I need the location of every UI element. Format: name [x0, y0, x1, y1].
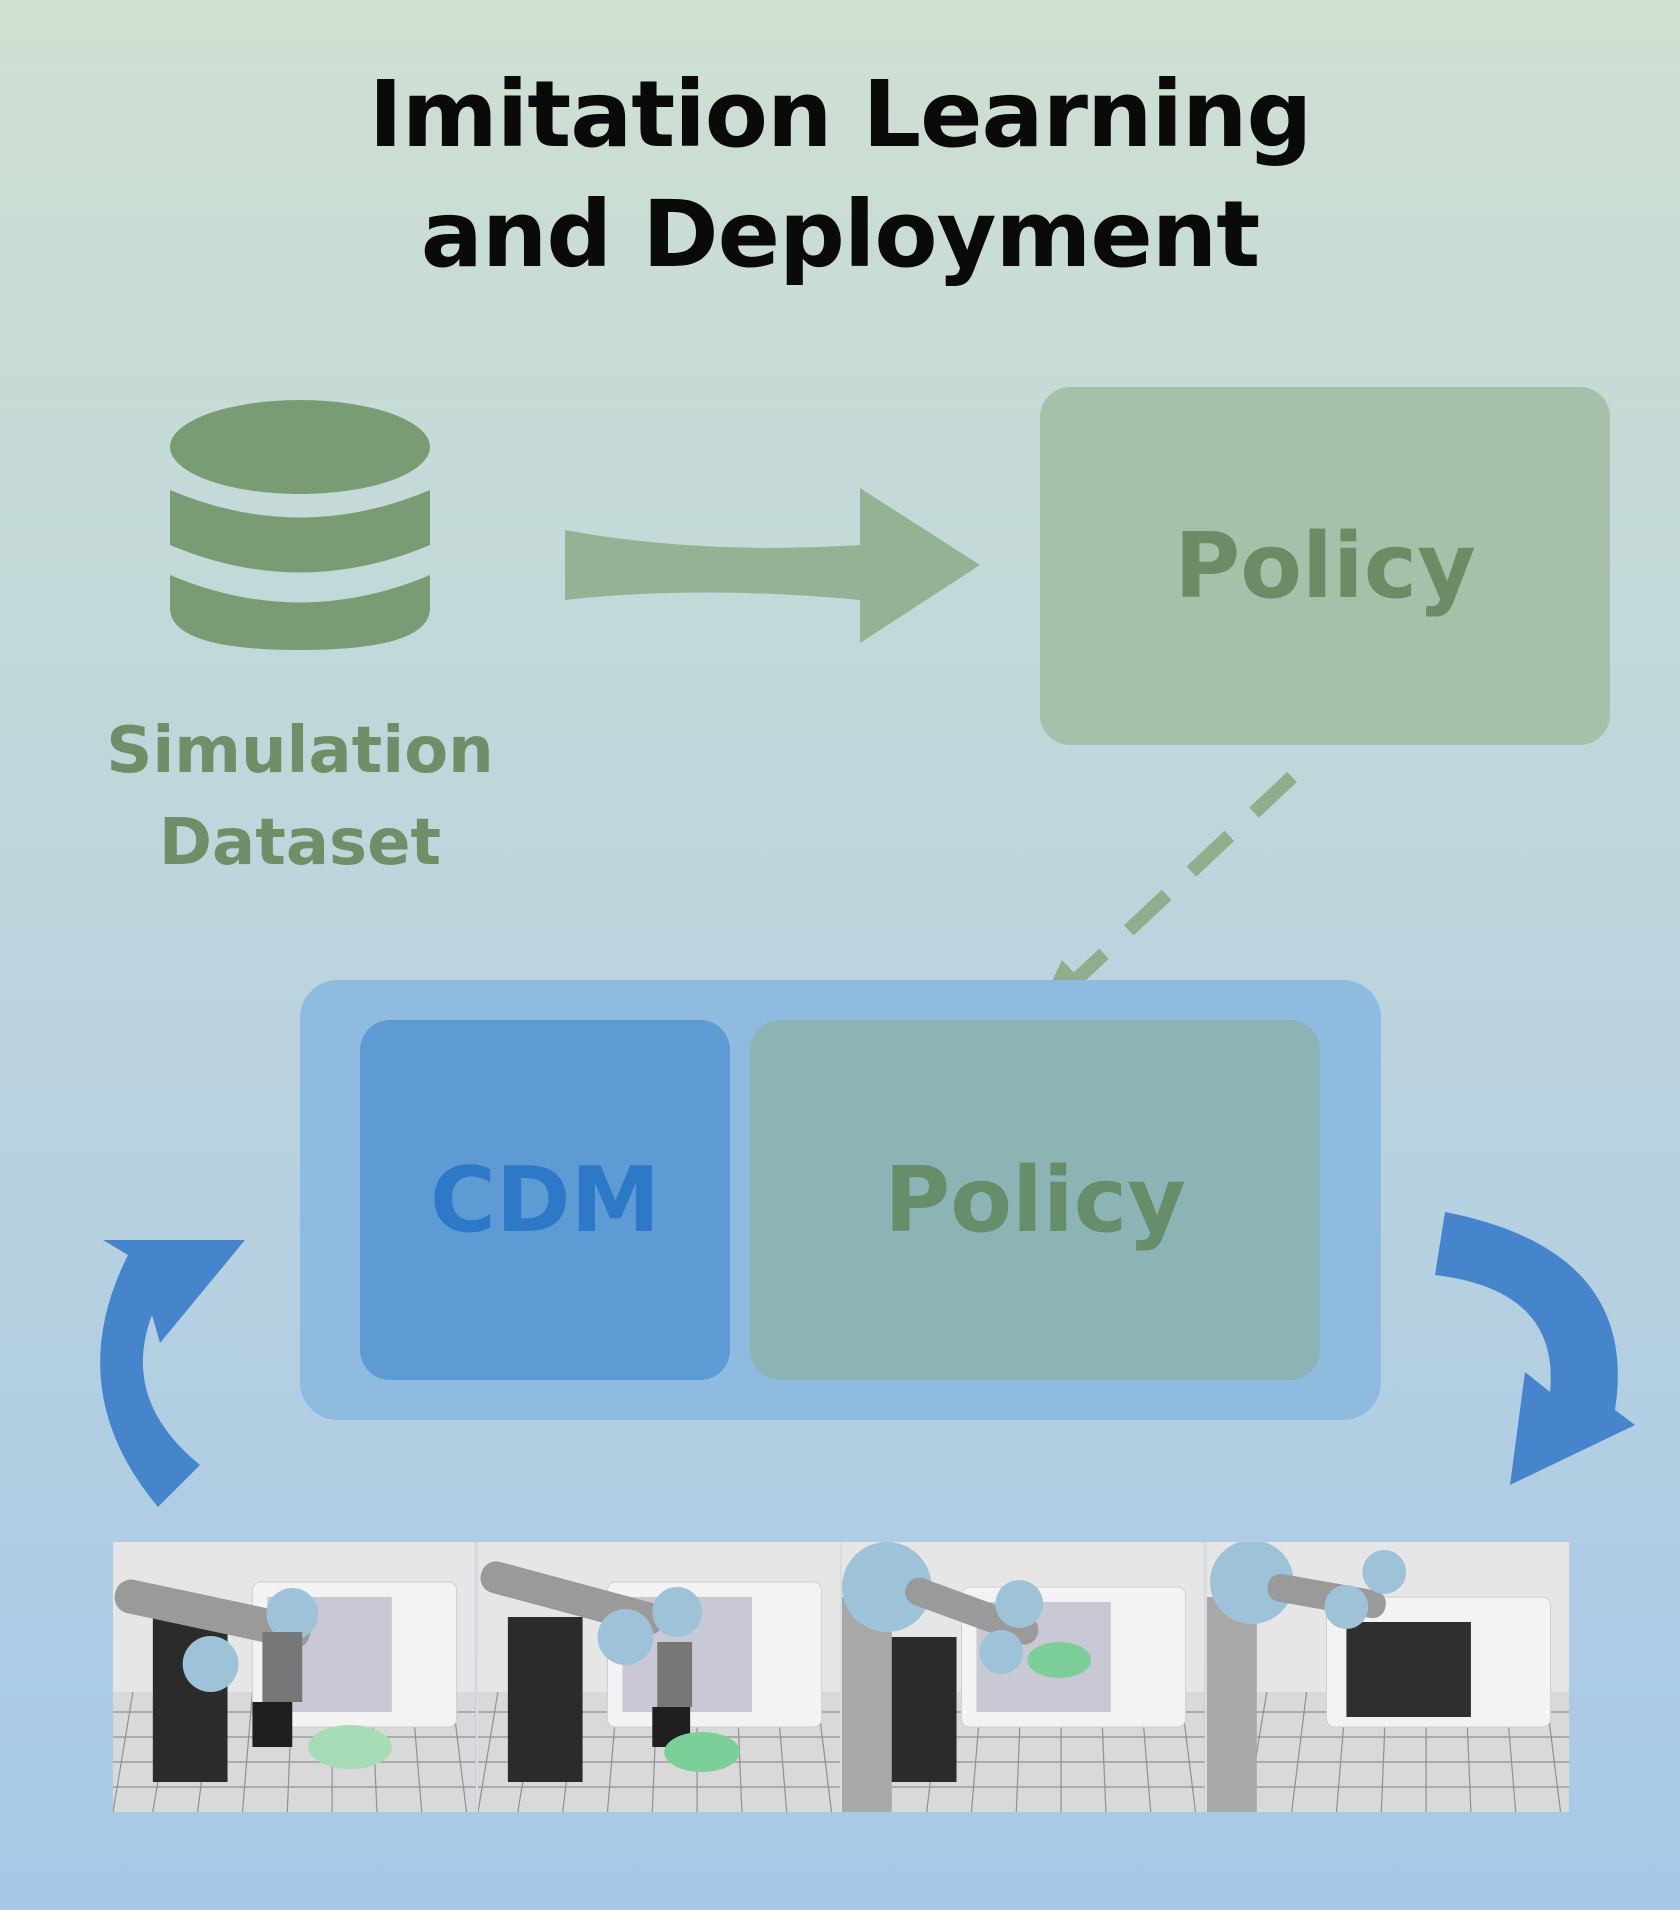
- dataset-label-line-2: Dataset: [158, 806, 442, 880]
- feedback-arrow-right-icon: [1435, 1212, 1635, 1485]
- feedback-arrow-left-icon: [100, 1240, 245, 1507]
- robot-frames-strip: [113, 1542, 1569, 1812]
- robot-frame-2: [477, 1542, 842, 1812]
- dataset-label: Simulation Dataset: [60, 705, 540, 889]
- robot-frame-3: [842, 1542, 1207, 1812]
- dataset-label-line-1: Simulation: [106, 714, 494, 788]
- robot-frame-1: [113, 1542, 478, 1812]
- cdm-box: CDM: [360, 1020, 730, 1380]
- title-line-1: Imitation Learning: [368, 61, 1313, 168]
- robot-frame-4: [1206, 1542, 1569, 1812]
- policy-box-deployment: Policy: [750, 1020, 1320, 1380]
- train-arrow-icon: [565, 488, 980, 643]
- cdm-label: CDM: [429, 1147, 661, 1253]
- policy-box-training: Policy: [1040, 387, 1610, 745]
- policy-label-deployment: Policy: [884, 1147, 1186, 1253]
- policy-label-training: Policy: [1174, 513, 1476, 619]
- title-line-2: and Deployment: [420, 181, 1261, 288]
- database-icon: [170, 400, 430, 650]
- page-title: Imitation Learning and Deployment: [0, 55, 1680, 295]
